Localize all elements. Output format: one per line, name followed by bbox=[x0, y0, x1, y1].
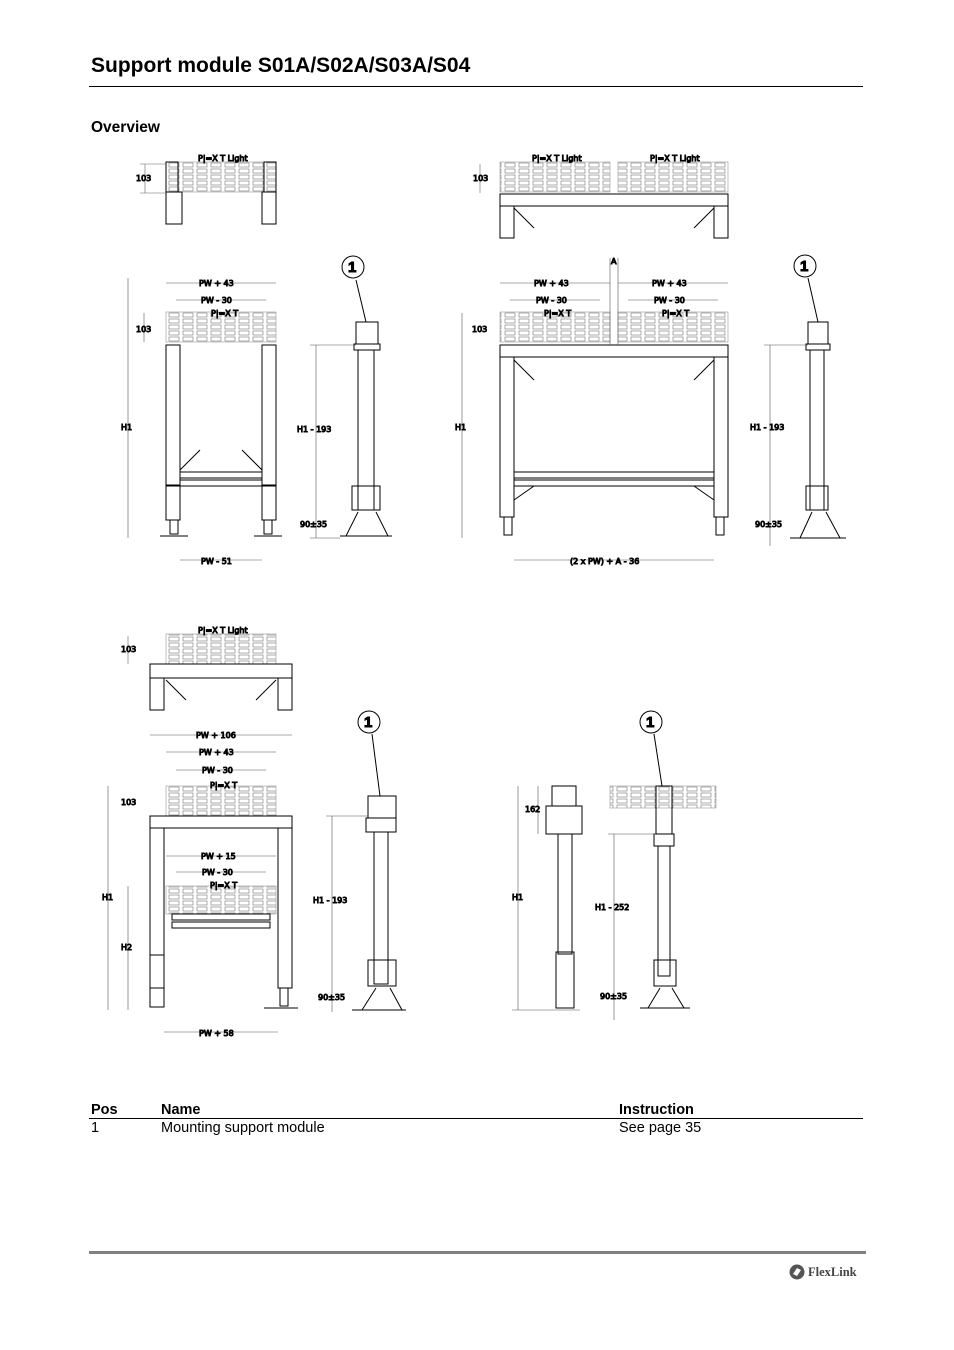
header-instruction: Instruction bbox=[617, 1100, 863, 1119]
dim-pw-minus-30: PW - 30 bbox=[202, 766, 233, 775]
dim-pw-plus-43: PW + 43 bbox=[199, 279, 234, 288]
dim-pw-plus-43: PW + 43 bbox=[652, 279, 687, 288]
dim-h2: H2 bbox=[121, 943, 132, 952]
label-pxt: P|=X T bbox=[211, 309, 238, 318]
label-pxt-light: P|=X T Light bbox=[532, 154, 582, 163]
table-row: 1 Mounting support module See page 35 bbox=[89, 1119, 863, 1138]
dim-90-35: 90±35 bbox=[600, 992, 627, 1001]
dim-h1-minus-193: H1 - 193 bbox=[750, 423, 784, 432]
dim-103: 103 bbox=[121, 645, 136, 654]
dim-h1-minus-193: H1 - 193 bbox=[297, 425, 331, 434]
cell-name: Mounting support module bbox=[161, 1120, 325, 1136]
dim-pw-minus-30: PW - 30 bbox=[202, 868, 233, 877]
dim-2pw-a: (2 x PW) + A - 36 bbox=[570, 557, 639, 566]
page-title: Support module S01A/S02A/S03A/S04 bbox=[91, 54, 471, 77]
title-divider bbox=[89, 86, 863, 87]
footer-divider bbox=[89, 1251, 866, 1254]
s02a-side-view bbox=[764, 254, 846, 546]
dim-90-35: 90±35 bbox=[318, 993, 345, 1002]
label-pxt: P|=X T bbox=[210, 881, 237, 890]
dim-90-35: 90±35 bbox=[755, 520, 782, 529]
flexlink-logo: FlexLink bbox=[789, 1264, 857, 1280]
dim-h1: H1 bbox=[512, 893, 523, 902]
dim-h1-minus-193: H1 - 193 bbox=[313, 896, 347, 905]
dim-pw-minus-30: PW - 30 bbox=[654, 296, 685, 305]
dim-pw-plus-43: PW + 43 bbox=[199, 748, 234, 757]
callout-1: 1 bbox=[800, 258, 808, 275]
dim-pw-plus-58: PW + 58 bbox=[199, 1029, 234, 1038]
s01a-front-view bbox=[127, 278, 282, 561]
technical-drawings: 103 P|=X T Light PW + 43 PW - 30 P|=X T … bbox=[102, 154, 846, 1039]
header-name: Name bbox=[159, 1100, 617, 1119]
dim-pw-minus-30: PW - 30 bbox=[201, 296, 232, 305]
s01a-top-view bbox=[140, 161, 277, 225]
callout-1: 1 bbox=[646, 714, 654, 731]
s03a-front-view bbox=[107, 734, 298, 1033]
dim-103: 103 bbox=[472, 325, 487, 334]
s01a-side-view bbox=[310, 255, 392, 539]
s04-front-view bbox=[512, 785, 583, 1011]
dim-a: A bbox=[611, 257, 617, 266]
table-header-row: Pos Name Instruction bbox=[89, 1100, 863, 1119]
dim-103: 103 bbox=[136, 174, 151, 183]
header-pos: Pos bbox=[89, 1100, 159, 1119]
dim-h1: H1 bbox=[121, 423, 132, 432]
callout-1: 1 bbox=[348, 259, 356, 276]
dim-103: 103 bbox=[473, 174, 488, 183]
dim-h1-minus-252: H1 - 252 bbox=[595, 903, 629, 912]
dim-103: 103 bbox=[136, 325, 151, 334]
s03a-top-view bbox=[127, 633, 293, 711]
section-heading: Overview bbox=[91, 119, 160, 136]
s03a-side-view bbox=[326, 710, 406, 1012]
label-pxt: P|=X T bbox=[544, 309, 571, 318]
dim-162: 162 bbox=[525, 805, 540, 814]
flexlink-logo-icon bbox=[789, 1264, 805, 1280]
dim-pw-plus-43: PW + 43 bbox=[534, 279, 569, 288]
dim-h1: H1 bbox=[102, 893, 113, 902]
dim-pw-plus-15: PW + 15 bbox=[201, 852, 236, 861]
s02a-front-view bbox=[461, 258, 729, 561]
dim-pw-minus-51: PW - 51 bbox=[201, 557, 232, 566]
label-pxt: P|=X T bbox=[662, 309, 689, 318]
cell-pos: 1 bbox=[91, 1120, 100, 1136]
dim-h1: H1 bbox=[455, 423, 466, 432]
parts-table: Pos Name Instruction 1 Mounting support … bbox=[89, 1100, 863, 1137]
dim-103: 103 bbox=[121, 798, 136, 807]
s02a-top-view bbox=[479, 161, 729, 239]
dim-90-35: 90±35 bbox=[300, 520, 327, 529]
label-pxt-light: P|=X T Light bbox=[650, 154, 700, 163]
s04-side-view bbox=[608, 710, 717, 1020]
label-pxt-light: P|=X T Light bbox=[198, 154, 248, 163]
callout-1: 1 bbox=[364, 714, 372, 731]
dim-pw-minus-30: PW - 30 bbox=[536, 296, 567, 305]
dim-pw-plus-106: PW + 106 bbox=[196, 731, 236, 740]
logo-text: FlexLink bbox=[808, 1264, 857, 1279]
label-pxt-light: P|=X T Light bbox=[198, 626, 248, 635]
label-pxt: P|=X T bbox=[210, 781, 237, 790]
cell-instruction: See page 35 bbox=[619, 1120, 702, 1136]
